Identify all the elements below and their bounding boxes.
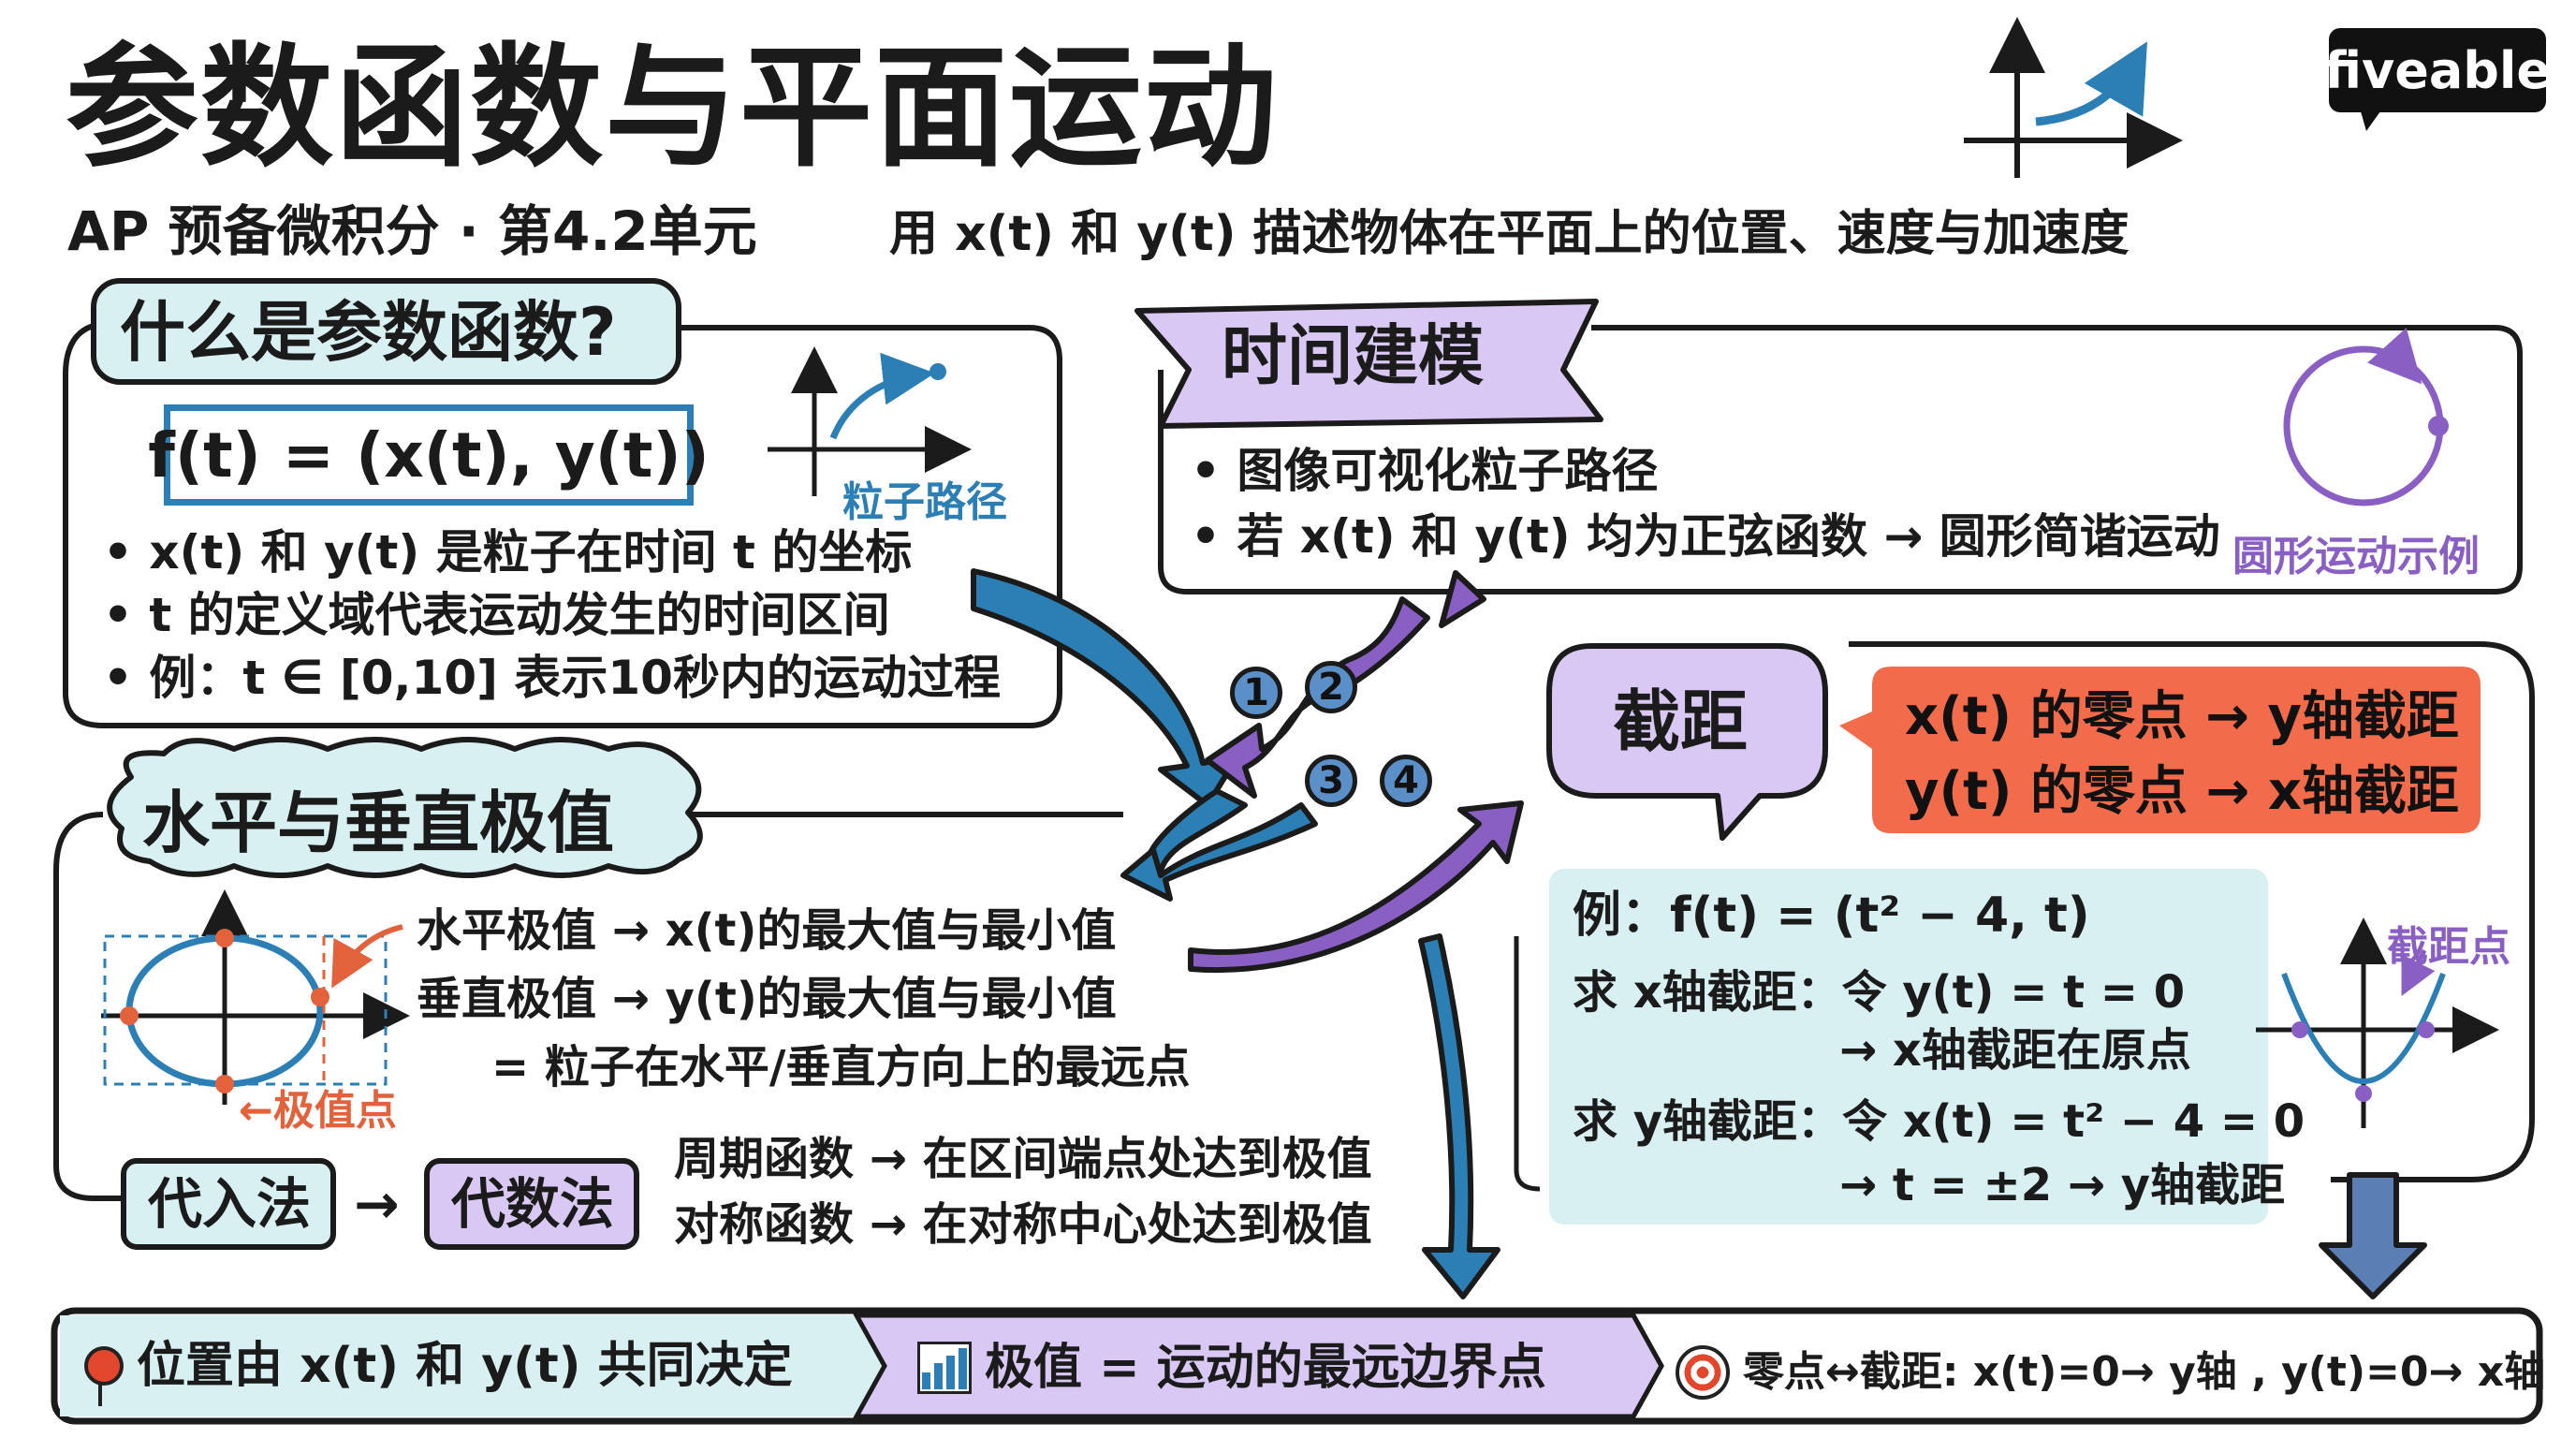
extrema-note-1: 周期函数 → 在区间端点处达到极值	[674, 1133, 1372, 1185]
algebraic-method-badge: 代数法	[451, 1172, 615, 1236]
what-is-bullet-1: • x(t) 和 y(t) 是粒子在时间 t 的坐标	[103, 525, 913, 580]
extrema-ellipse-graph	[101, 889, 410, 1105]
time-frame	[1158, 325, 2523, 594]
footer-item-intercepts: 零点↔截距: x(t)=0→ y轴 , y(t)=0→ x轴	[1676, 1345, 2545, 1400]
footer-item-extrema: 极值 = 运动的最远边界点	[917, 1342, 1546, 1394]
location-pin-icon	[84, 1346, 124, 1406]
unit-subtitle: AP 预备微积分 · 第4.2单元	[67, 199, 757, 263]
intercept-point-label: 截距点	[2387, 923, 2510, 971]
extrema-heading: 水平与垂直极值	[142, 784, 615, 862]
bar-chart-icon	[917, 1342, 972, 1394]
method-arrow: →	[354, 1172, 400, 1236]
step-3-badge: 3	[1305, 755, 1357, 807]
definition-formula: f(t) = (x(t), y(t))	[148, 404, 710, 506]
intercept-example-line-3: → x轴截距在原点	[1839, 1024, 2191, 1077]
intercept-rule-1: x(t) 的零点 → y轴截距	[1905, 686, 2459, 747]
step-2-badge: 2	[1305, 661, 1357, 713]
particle-path-label: 粒子路径	[842, 478, 1007, 526]
extrema-line-3: = 粒子在水平/垂直方向上的最远点	[491, 1041, 1191, 1093]
intercept-example-line-4: 求 y轴截距：令 x(t) = t² − 4 = 0	[1573, 1095, 2305, 1148]
footer-item-position-text: 位置由 x(t) 和 y(t) 共同决定	[137, 1338, 793, 1394]
target-icon	[1676, 1345, 1730, 1400]
step-1-badge: 1	[1230, 667, 1282, 719]
what-is-heading: 什么是参数函数?	[120, 294, 617, 371]
circle-motion-label: 圆形运动示例	[2232, 533, 2480, 580]
footer-item-intercepts-text: 零点↔截距: x(t)=0→ y轴 , y(t)=0→ x轴	[1743, 1348, 2546, 1396]
circle-motion-graph	[2283, 328, 2449, 506]
what-is-frame	[63, 320, 1062, 728]
time-modeling-heading: 时间建模	[1222, 317, 1484, 394]
extrema-line-1: 水平极值 → x(t)的最大值与最小值	[417, 904, 1117, 957]
substitution-method-badge: 代入法	[148, 1172, 312, 1236]
title-axes-icon	[1964, 17, 2183, 178]
brand-logo: fiveable	[2324, 28, 2551, 112]
intercept-example-line-5: → t = ±2 → y轴截距	[1839, 1159, 2286, 1211]
intercepts-heading: 截距	[1613, 682, 1749, 761]
page-title: 参数函数与平面运动	[66, 31, 1279, 185]
intercept-example-line-2: 求 x轴截距：令 y(t) = t = 0	[1573, 966, 2186, 1019]
extrema-frame	[53, 812, 1123, 1201]
extrema-line-2: 垂直极值 → y(t)的最大值与最小值	[417, 973, 1117, 1025]
footer-bar	[51, 1307, 2543, 1425]
intercept-parabola-graph	[2256, 917, 2499, 1128]
time-bullet-1: • 图像可视化粒子路径	[1191, 444, 1659, 498]
extrema-point-label: ←极值点	[239, 1087, 397, 1135]
what-is-bullet-2: • t 的定义域代表运动发生的时间区间	[103, 588, 890, 642]
intercept-rule-2: y(t) 的零点 → x轴截距	[1905, 761, 2459, 822]
what-is-bullet-3: • 例：t ∈ [0,10] 表示10秒内的运动过程	[103, 651, 1001, 705]
intercept-example-line-1: 例：f(t) = (t² − 4, t)	[1573, 888, 2090, 944]
step-4-badge: 4	[1380, 755, 1432, 807]
extrema-note-2: 对称函数 → 在对称中心处达到极值	[674, 1198, 1372, 1251]
page-description: 用 x(t) 和 y(t) 描述物体在平面上的位置、速度与加速度	[889, 206, 2130, 262]
particle-path-graph	[768, 346, 972, 496]
time-bullet-2: • 若 x(t) 和 y(t) 均为正弦函数 → 圆形简谐运动	[1191, 509, 2220, 564]
footer-item-extrema-text: 极值 = 运动的最远边界点	[985, 1340, 1546, 1396]
footer-item-position: 位置由 x(t) 和 y(t) 共同决定	[84, 1338, 793, 1406]
